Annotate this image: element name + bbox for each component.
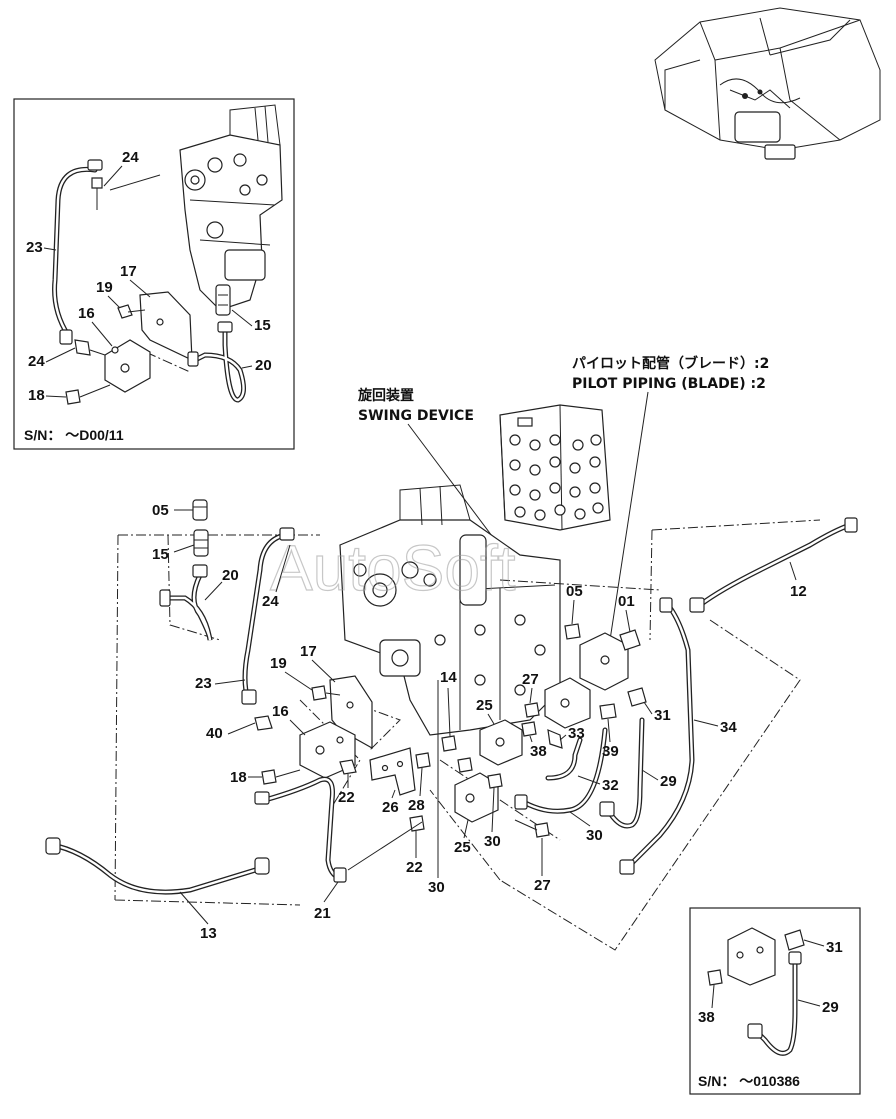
label-05-right: 05 <box>566 583 583 600</box>
swing-device-caption-jp: 旋回装置 <box>357 387 414 404</box>
inset-label-23: 23 <box>26 239 43 256</box>
label-31-main: 31 <box>654 707 671 724</box>
label-22-lower: 22 <box>406 859 423 876</box>
label-33: 33 <box>568 725 585 742</box>
label-32: 32 <box>602 777 619 794</box>
hose-12 <box>689 517 858 613</box>
pilot-fittings <box>509 434 604 521</box>
inset-top-left <box>13 98 295 450</box>
pilot-piping-caption-en: PILOT PIPING (BLADE) :2 <box>572 376 766 392</box>
excavator-cab-icon <box>654 7 881 160</box>
label-40: 40 <box>206 725 223 742</box>
inset-serial-bottom-right: S/N： ～010386 <box>698 1073 800 1089</box>
hose-21 <box>254 776 347 883</box>
label-19-main: 19 <box>270 655 287 672</box>
label-18-main: 18 <box>230 769 247 786</box>
inset-label-17: 17 <box>120 263 137 280</box>
inset-label-31: 31 <box>826 939 843 956</box>
label-05-left: 05 <box>152 502 169 519</box>
fitting-05-left <box>192 499 208 521</box>
label-17-main: 17 <box>300 643 317 660</box>
inset-label-24a: 24 <box>122 149 139 166</box>
label-30-lower-left: 30 <box>428 879 445 896</box>
label-12: 12 <box>790 583 807 600</box>
inset-bottom-right <box>689 907 861 1095</box>
label-30-mid: 30 <box>484 833 501 850</box>
swing-device-caption-en: SWING DEVICE <box>358 408 474 424</box>
label-26: 26 <box>382 799 399 816</box>
label-14: 14 <box>440 669 457 686</box>
inset-label-20: 20 <box>255 357 272 374</box>
inset-label-24b: 24 <box>28 353 45 370</box>
label-28: 28 <box>408 797 425 814</box>
label-34: 34 <box>720 719 737 736</box>
label-15-left: 15 <box>152 546 169 563</box>
label-38: 38 <box>530 743 547 760</box>
label-30-right: 30 <box>586 827 603 844</box>
label-27-lower: 27 <box>534 877 551 894</box>
pilot-valve-block <box>499 404 611 531</box>
label-01: 01 <box>618 593 635 610</box>
hose-20-main <box>159 564 213 641</box>
hose-30 <box>514 727 608 814</box>
label-25-lower: 25 <box>454 839 471 856</box>
fitting-15-left <box>193 529 209 557</box>
label-24-main: 24 <box>262 593 279 610</box>
label-13: 13 <box>200 925 217 942</box>
label-16-main: 16 <box>272 703 289 720</box>
label-39: 39 <box>602 743 619 760</box>
hose-23-main <box>241 527 295 705</box>
main-control-valve <box>339 484 561 736</box>
label-27-upper: 27 <box>522 671 539 688</box>
pilot-piping-caption-jp: パイロット配管（ブレード）:2 <box>572 355 769 372</box>
label-20-main: 20 <box>222 567 239 584</box>
control-valve-small <box>179 104 283 311</box>
inset-label-19: 19 <box>96 279 113 296</box>
label-23-main: 23 <box>195 675 212 692</box>
label-29-main: 29 <box>660 773 677 790</box>
hose-20-inset <box>187 321 246 403</box>
watermark: AutoSoft <box>270 532 516 604</box>
hose-29-inset <box>747 951 802 1056</box>
hose-34 <box>619 597 695 875</box>
hose-23-inset <box>52 159 103 345</box>
inset-label-18: 18 <box>28 387 45 404</box>
label-25-upper: 25 <box>476 697 493 714</box>
hose-32 <box>545 737 583 781</box>
hose-29 <box>599 717 645 829</box>
label-22-upper: 22 <box>338 789 355 806</box>
inset-serial-top-left: S/N： ～D00/11 <box>24 427 124 443</box>
label-21: 21 <box>314 905 331 922</box>
inset-label-38: 38 <box>698 1009 715 1026</box>
inset-label-29: 29 <box>822 999 839 1016</box>
inset-label-15: 15 <box>254 317 271 334</box>
hose-13 <box>45 837 270 895</box>
inset-label-16: 16 <box>78 305 95 322</box>
